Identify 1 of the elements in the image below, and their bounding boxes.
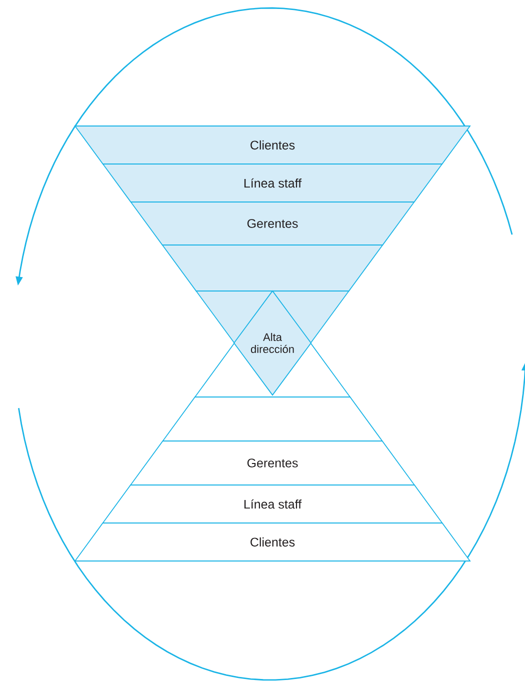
pyramid-band: Línea staff [102,164,443,202]
